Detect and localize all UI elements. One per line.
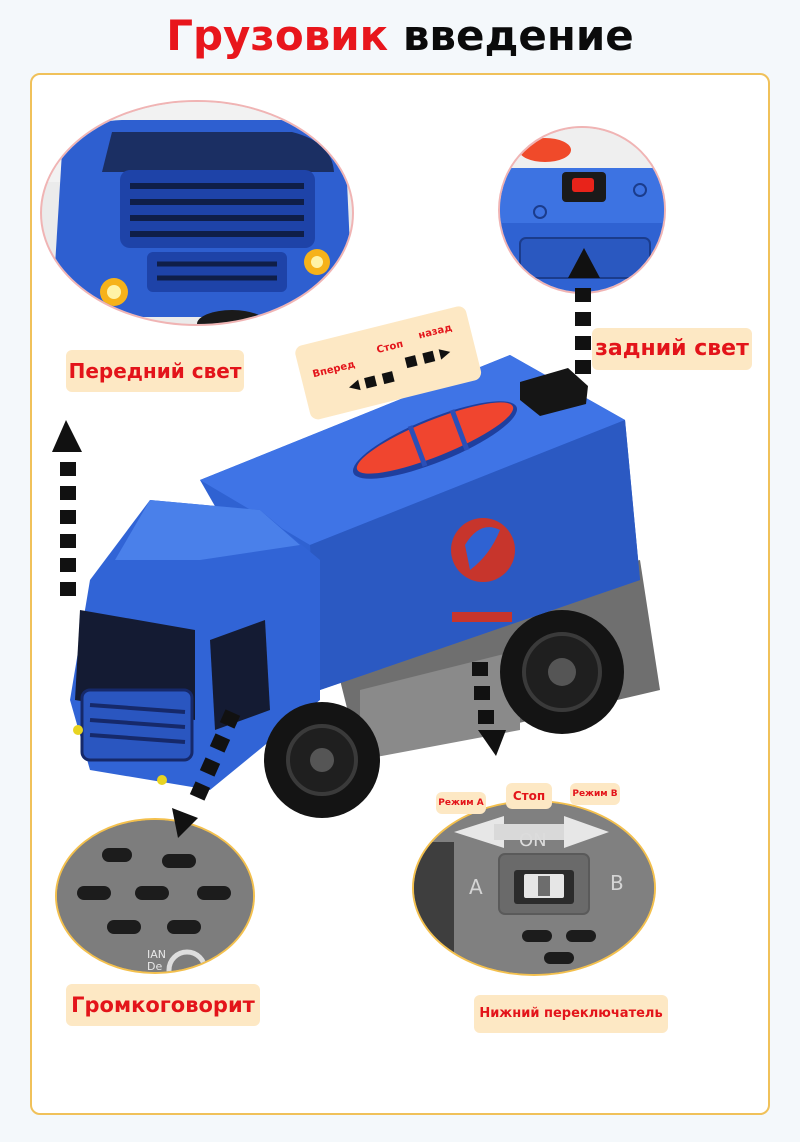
direction-forward: Вперед	[311, 359, 357, 381]
switch-mark-b: B	[610, 871, 624, 895]
dashed-arrow-down-icon	[172, 709, 241, 838]
label-mode-b: Режим B	[570, 783, 620, 805]
page-title: Грузовик введение	[0, 8, 800, 64]
label-rear-light: задний свет	[592, 328, 752, 370]
title-accent: Грузовик	[166, 11, 389, 60]
arrow-left-icon: ◀ ■ ■	[346, 367, 397, 395]
title-rest: введение	[402, 11, 634, 60]
rear-light-closeup	[498, 126, 666, 294]
dashed-arrow-up-icon	[568, 248, 600, 374]
label-front-light: Передний свет	[66, 350, 244, 392]
speaker-text-2: De	[147, 960, 162, 973]
dashed-arrow-up-icon	[52, 420, 82, 596]
speaker-text-1: IAN	[147, 948, 166, 961]
front-light-closeup	[40, 100, 354, 326]
switch-mark-a: A	[469, 875, 483, 899]
logo-emblem-icon	[451, 518, 515, 622]
dashed-arrow-down-icon	[472, 662, 506, 756]
speaker-closeup: IAN De D	[55, 818, 255, 974]
direction-back: назад	[417, 322, 454, 342]
direction-stop: Стоп	[375, 338, 405, 357]
switch-on-mark: ON	[519, 830, 547, 851]
arrow-right-icon: ■ ■ ▶	[402, 343, 453, 371]
label-speaker: Громкоговорит	[66, 984, 260, 1026]
label-bottom-switch: Нижний переключатель	[474, 995, 668, 1033]
label-mode-a: Режим A	[436, 792, 486, 814]
switch-closeup: ON A B	[412, 800, 656, 976]
label-stop: Стоп	[506, 783, 552, 809]
